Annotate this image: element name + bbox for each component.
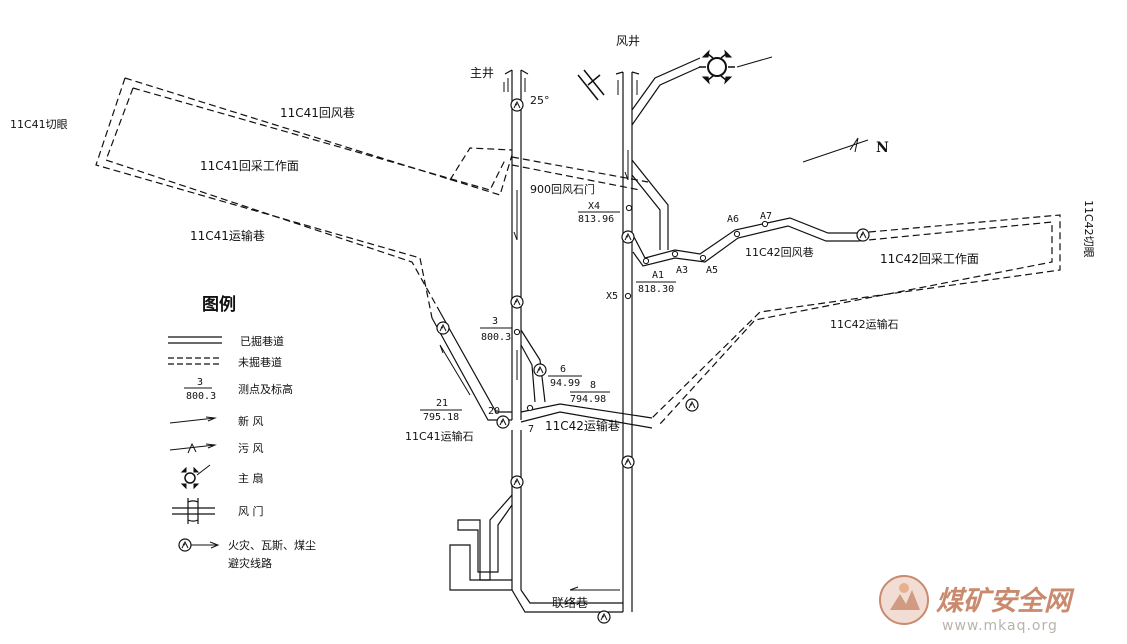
north-arrow-icon — [802, 137, 869, 163]
x4-name: X4 — [588, 201, 600, 212]
p8-elev: 794.98 — [570, 394, 606, 405]
legend-escape-label-2: 避灾线路 — [228, 556, 272, 570]
legend-main-fan-icon — [180, 464, 211, 490]
c41-return-road-label: 11C41回风巷 — [280, 106, 355, 120]
watermark-logo-icon — [879, 575, 929, 625]
legend-escape-icon — [178, 538, 192, 552]
watermark: 煤矿安全网 www.mkaq.org — [879, 575, 1075, 634]
legend-foul-air-icon — [169, 442, 217, 454]
legend: 图例 已掘巷道 未掘巷道 3 800.3 测点及标高 新 风 污 风 主 扇 — [168, 294, 316, 570]
c42-face-label: 11C42回采工作面 — [880, 252, 979, 266]
link-road-label: 联络巷 — [552, 595, 588, 610]
p20-label: 20 — [488, 406, 500, 417]
legend-escape-label-1: 火灾、瓦斯、煤尘 — [228, 538, 316, 552]
legend-door-label: 风 门 — [238, 504, 264, 518]
legend-fresh-air-icon — [169, 416, 217, 424]
legend-fan-label: 主 扇 — [238, 471, 264, 485]
c42-return-road-label: 11C42回风巷 — [745, 246, 814, 259]
dug-roadways — [431, 57, 858, 613]
angle-label: 25° — [530, 94, 550, 107]
a7-label: A7 — [760, 211, 772, 222]
c41-cut-label: 11C41切眼 — [10, 118, 68, 131]
legend-foul-label: 污 风 — [238, 442, 264, 455]
airflow-arrows — [439, 150, 629, 591]
legend-survey-elev: 800.3 — [186, 391, 216, 402]
p21-elev: 795.18 — [423, 412, 459, 423]
p6-elev: 94.99 — [550, 378, 580, 389]
main-fan-icon — [699, 49, 773, 85]
door-900-label: 900回风石门 — [530, 182, 595, 196]
a5-label: A5 — [706, 265, 718, 276]
p8-name: 8 — [590, 380, 596, 391]
a3-label: A3 — [676, 265, 688, 276]
survey-labels: X4 813.96 A1 818.30 A3 A5 A6 A7 X5 3 800… — [420, 201, 772, 435]
undug-roadways — [95, 77, 1061, 425]
p21-name: 21 — [436, 398, 448, 409]
watermark-url: www.mkaq.org — [942, 618, 1058, 634]
p7-label: 7 — [528, 424, 534, 435]
legend-undug-label: 未掘巷道 — [238, 355, 282, 369]
wind-door-icon — [577, 69, 605, 101]
legend-door-icon — [172, 498, 215, 524]
c41-haul-road-label: 11C41运输巷 — [190, 228, 265, 243]
a6-label: A6 — [727, 214, 739, 225]
roadway-labels: 主井 风井 25° N 11C41切眼 11C41回风巷 11C41回采工作面 … — [10, 34, 1095, 610]
legend-survey-label: 测点及标高 — [238, 382, 293, 396]
legend-survey-num: 3 — [197, 377, 203, 388]
p3-name: 3 — [492, 316, 498, 327]
c41-face-label: 11C41回采工作面 — [200, 159, 299, 173]
watermark-name: 煤矿安全网 — [936, 586, 1075, 617]
c42-cut-label: 11C42切眼 — [1082, 200, 1095, 258]
legend-title: 图例 — [202, 294, 236, 315]
north-label: N — [876, 140, 889, 156]
legend-fresh-label: 新 风 — [238, 414, 264, 428]
c42-haul-road-label: 11C42运输巷 — [545, 418, 620, 433]
air-shaft-label: 风井 — [616, 34, 640, 48]
a1-elev: 818.30 — [638, 284, 674, 295]
x5-label: X5 — [606, 291, 618, 302]
c42-haul-stone-label: 11C42运输石 — [830, 317, 899, 331]
p3-elev: 800.3 — [481, 332, 511, 343]
shaft-details — [503, 78, 638, 95]
a1-name: A1 — [652, 270, 664, 281]
escape-route-markers — [436, 98, 870, 624]
legend-dug-label: 已掘巷道 — [240, 334, 284, 348]
main-shaft-label: 主井 — [470, 66, 494, 80]
x4-elev: 813.96 — [578, 214, 614, 225]
c41-haul-stone-label: 11C41运输石 — [405, 429, 474, 443]
p6-name: 6 — [560, 364, 566, 375]
